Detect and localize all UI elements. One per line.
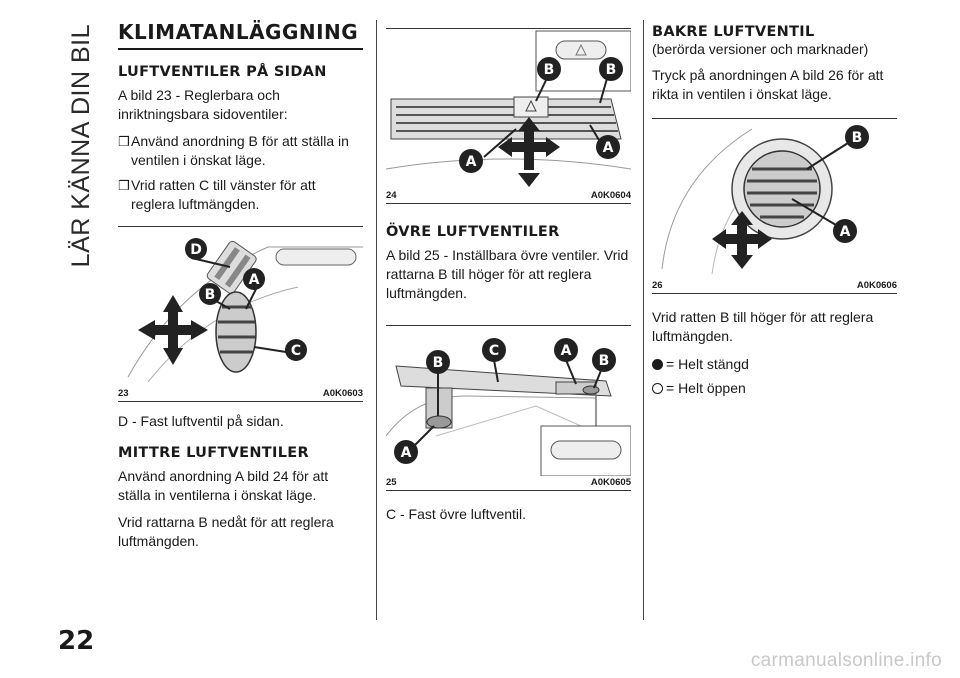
callout-label-b [537,57,561,81]
open-circle-icon [652,382,663,394]
side-vent-illustration: D B A C [127,238,363,383]
section-heading-rear-vent: BAKRE LUFTVENTIL [652,24,815,40]
callout-text: C [291,343,301,359]
bullet-item: ❒ Vrid ratten C till vänster för att reg… [118,176,363,214]
page-title: KLIMATANLÄGGNING [118,20,363,50]
figure-note: C - Fast övre luftventil. [386,506,527,522]
bullet-item: ❒ Använd anordning B för att ställa in v… [118,132,363,170]
page-number: 22 [58,626,95,656]
chapter-title: LÄR KÄNNA DIN BIL [66,24,95,268]
callout-label-a [554,338,578,362]
callout-text: A [603,140,614,156]
figure-number: 25 [386,477,397,488]
figure-26: B A 26 A0K0606 [652,118,897,294]
section-heading-side-vents: LUFTVENTILER PÅ SIDAN [118,64,327,80]
arrow-right-icon [546,137,560,157]
callout-label-b [845,125,869,149]
callout-label-a [459,149,483,173]
arrow-up-icon [518,117,540,131]
arrow-right-icon [191,320,208,340]
column-divider [643,20,644,620]
column-divider [376,20,377,620]
rear-vent-illustration: B A [661,125,869,275]
callout-label-c [285,339,307,361]
figure-caption: 24 A0K0604 [386,189,631,204]
bullet-text: Använd anordning B för att ställa in ven… [131,133,349,168]
figure-code: A0K0606 [856,280,897,291]
checkbox-bullet-icon: ❒ [118,178,130,193]
figure-code: A0K0604 [590,190,631,201]
callout-label-a [596,135,620,159]
filled-circle-icon [652,358,663,370]
column-2: B B A A 24 A0K0604 ÖVRE LUFTVENTILER A b… [386,20,631,532]
section-heading-center-vents: MITTRE LUFTVENTILER [118,445,309,461]
arrow-down-icon [731,255,753,269]
arrow-down-icon [518,173,540,187]
arrow-left-icon [138,320,155,340]
figure-25: B C A B A 25 A0K0605 [386,325,631,491]
paragraph: A bild 23 - Reglerbara och inriktningsba… [118,87,288,122]
callout-text: A [561,343,572,359]
column-3: BAKRE LUFTVENTIL (berörda versioner och … [652,20,897,402]
callout-text: B [544,62,555,78]
callout-label-b [199,283,221,305]
figure-caption: 26 A0K0606 [652,279,897,294]
figure-number: 24 [386,190,397,201]
figure-24: B B A A 24 A0K0604 [386,28,631,204]
callout-label-c [482,338,506,362]
bullet-text: Vrid ratten C till vänster för att regle… [131,177,316,212]
arrow-right-icon [758,229,772,249]
callout-text: B [852,130,863,146]
figure-note: D - Fast luftventil på sidan. [118,413,284,429]
callout-label-a [833,219,857,243]
section-heading-upper-vents: ÖVRE LUFTVENTILER [386,224,560,240]
arrow-up-icon [731,211,753,225]
callout-label-b [426,350,450,374]
callout-label-a [394,440,418,464]
callout-text: B [433,355,444,371]
figure-code: A0K0605 [590,477,631,488]
column-1: KLIMATANLÄGGNING LUFTVENTILER PÅ SIDAN A… [118,20,363,559]
callout-label-b [599,57,623,81]
callout-text: C [489,343,499,359]
figure-number: 23 [118,388,129,399]
figure-23: D B A C 23 A0K0603 [118,226,363,402]
callout-label-b [592,348,616,372]
figure-caption: 23 A0K0603 [118,387,363,402]
callout-text: A [249,272,260,288]
callout-label-a [243,268,265,290]
legend-text: = Helt öppen [666,380,746,396]
checkbox-bullet-icon: ❒ [118,134,130,149]
figure-caption: 25 A0K0605 [386,476,631,491]
arrow-up-icon [163,295,183,312]
arrow-down-icon [163,348,183,365]
legend-row-open: = Helt öppen [652,378,897,398]
figure-number: 26 [652,280,663,291]
watermark: carmanualsonline.info [750,650,942,671]
callout-text: A [840,224,851,240]
legend-text: = Helt stängd [666,356,749,372]
arrow-left-icon [498,137,512,157]
paragraph: Vrid ratten B till höger för att reglera… [652,309,874,344]
callout-text: D [190,242,202,258]
callout-text: A [466,154,477,170]
callout-text: B [599,353,610,369]
paragraph: Tryck på anordningen A bild 26 för att r… [652,67,884,102]
upper-vent-illustration: B C A B A [386,338,631,476]
paragraph: A bild 25 - Inställbara övre ventiler. V… [386,247,629,301]
paragraph: Använd anordning A bild 24 för att ställ… [118,468,329,503]
figure-code: A0K0603 [322,388,363,399]
callout-label-d [185,238,207,260]
legend-row-closed: = Helt stängd [652,354,897,374]
paragraph: Vrid rattarna B nedåt för att reglera lu… [118,514,334,549]
chapter-side-tab: LÄR KÄNNA DIN BIL [58,24,104,267]
callout-text: B [205,287,216,303]
callout-text: B [606,62,617,78]
subheading: (berörda versioner och marknader) [652,41,869,57]
center-vent-illustration: B B A A [386,30,631,187]
arrow-left-icon [712,229,726,249]
callout-text: A [401,445,412,461]
